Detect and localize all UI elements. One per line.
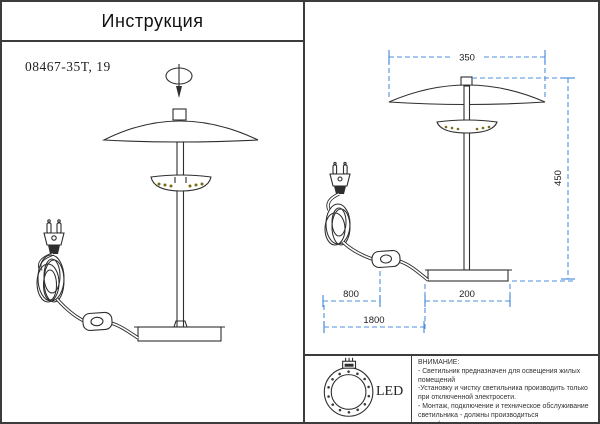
- power-plug-icon: [329, 161, 351, 194]
- led-label: LED: [376, 384, 404, 399]
- dimension-base-width: 200: [424, 284, 511, 332]
- dimensioned-drawing: 350 450 800 200: [322, 50, 575, 333]
- dim-200-label: 200: [459, 289, 475, 300]
- footer: LED ВНИМАНИЕ: - Светильник предназначен …: [305, 354, 598, 422]
- lamp-base: [134, 320, 225, 342]
- dimension-cord-to-switch: 800: [322, 271, 381, 307]
- inline-switch-icon: [82, 311, 113, 332]
- led-dish: [436, 119, 498, 134]
- dim-1800-label: 1800: [363, 315, 384, 326]
- finial: [172, 108, 187, 121]
- warning-line: -Установку и чистку светильника производ…: [418, 385, 588, 402]
- dim-800-label: 800: [343, 289, 359, 300]
- dimension-shade-width: 350: [388, 50, 546, 99]
- model-code: 08467-35T, 19: [25, 59, 111, 74]
- led-ring-icon: [323, 357, 374, 417]
- dimension-height: 450: [472, 77, 575, 282]
- dim-350-label: 350: [459, 53, 475, 64]
- power-cord: [324, 192, 430, 282]
- left-panel: Инструкция 08467-35T, 19: [2, 2, 305, 422]
- warning-heading: ВНИМАНИЕ:: [418, 359, 460, 366]
- rotate-arrow-icon: [165, 64, 193, 98]
- lamp-base: [425, 269, 512, 282]
- lamp-shade: [101, 120, 259, 143]
- dim-450-label: 450: [553, 170, 564, 186]
- dimension-cord-total: 1800: [323, 305, 425, 333]
- led-cell: LED: [305, 356, 412, 422]
- power-plug-icon: [43, 219, 65, 254]
- lamp-stem: [463, 85, 471, 271]
- cable-coil: [36, 254, 65, 303]
- led-dish: [150, 174, 212, 192]
- cable-coil: [324, 203, 351, 246]
- power-cord: [36, 252, 139, 340]
- led-ring-dots: [327, 370, 371, 414]
- lamp-overview-drawing: [36, 64, 259, 342]
- lamp-stem: [176, 141, 185, 328]
- warning-line: - Светильник предназначен для освещения …: [418, 367, 581, 384]
- led-ring-connector: [342, 357, 357, 369]
- page-title: Инструкция: [101, 10, 204, 31]
- inline-switch-icon: [371, 249, 401, 269]
- warning-line: - Монтаж, подключение и техническое обсл…: [418, 403, 589, 422]
- title-box: Инструкция: [2, 2, 303, 42]
- warning-text-block: ВНИМАНИЕ: - Светильник предназначен для …: [412, 356, 598, 422]
